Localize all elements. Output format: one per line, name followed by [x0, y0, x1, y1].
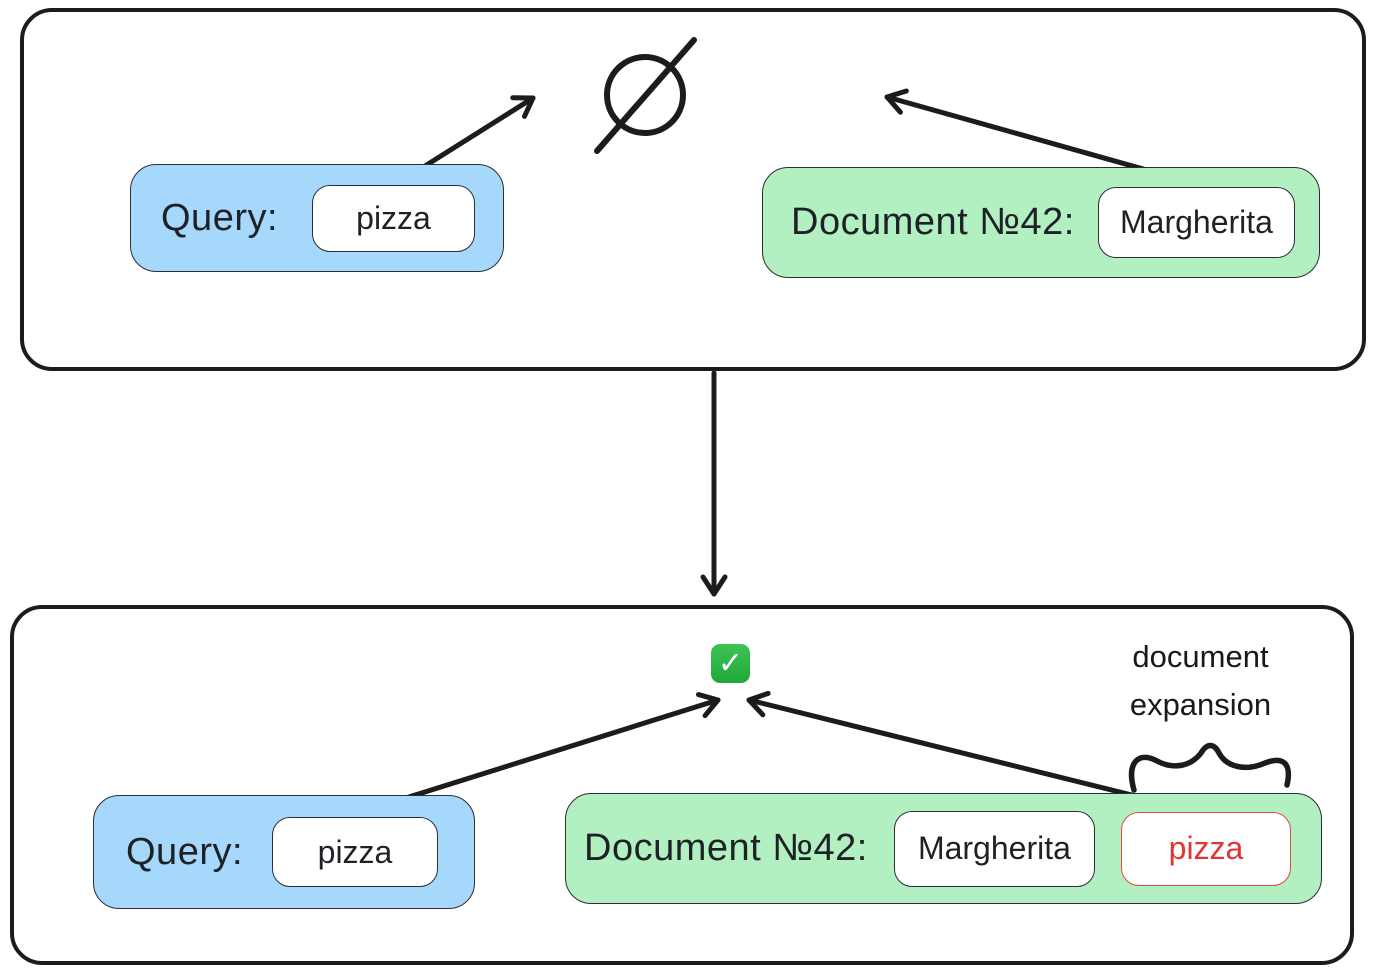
document-term: Margherita — [1120, 204, 1273, 240]
document-chip: Document №42: Margherita pizza — [565, 793, 1322, 904]
document-term-box: Margherita — [1098, 187, 1295, 258]
query-term: pizza — [317, 833, 393, 870]
expansion-term-box: pizza — [1121, 811, 1291, 886]
query-term-box: pizza — [272, 817, 438, 887]
document-label: Document №42: — [791, 201, 1075, 243]
document-term-box: Margherita — [893, 810, 1095, 887]
check-mark-icon: ✓ — [711, 644, 750, 683]
query-label: Query: — [126, 830, 244, 873]
document-chip: Document №42: Margherita — [762, 167, 1320, 278]
expansion-term: pizza — [1168, 830, 1244, 866]
query-term: pizza — [356, 199, 431, 236]
expansion-annotation: document expansion — [1129, 639, 1272, 722]
document-label: Document №42: — [584, 827, 868, 869]
query-chip: Query: pizza — [130, 164, 504, 272]
document-term: Margherita — [917, 830, 1071, 866]
query-term-box: pizza — [312, 184, 475, 252]
query-label: Query: — [161, 196, 279, 239]
query-chip: Query: pizza — [93, 795, 475, 909]
